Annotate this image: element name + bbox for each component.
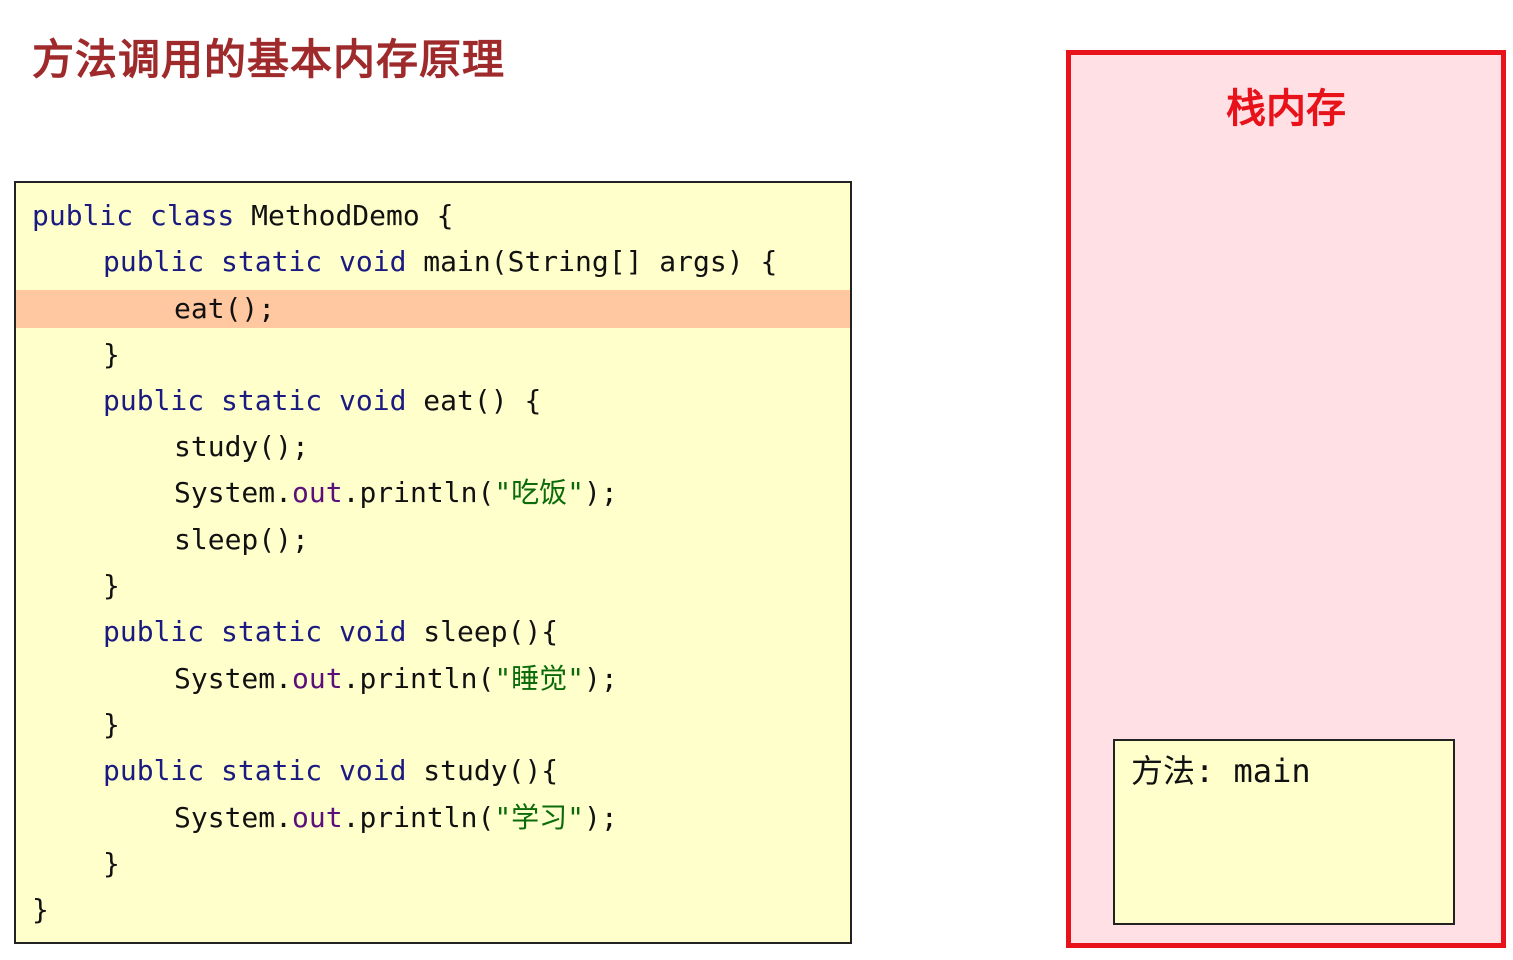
code-line: } — [16, 702, 850, 748]
code-text: } — [103, 569, 120, 603]
stack-memory-title: 栈内存 — [1226, 86, 1346, 132]
code-line: public static void sleep(){ — [16, 609, 850, 655]
code-text: } — [32, 893, 49, 927]
code-keyword: public class — [32, 199, 235, 232]
code-text: ); — [584, 476, 618, 510]
code-text: .println( — [342, 800, 495, 834]
code-text: .println( — [342, 476, 495, 510]
stack-frame-main: 方法: main — [1113, 739, 1455, 925]
code-keyword: public static void — [103, 615, 407, 649]
code-text: main(String[] args) { — [406, 245, 778, 279]
code-panel: public class MethodDemo {public static v… — [14, 181, 852, 944]
code-listing: public class MethodDemo {public static v… — [16, 193, 850, 933]
code-text: sleep(); — [174, 522, 309, 556]
code-line: study(); — [16, 424, 850, 470]
code-field: out — [292, 476, 343, 510]
code-text: } — [103, 337, 120, 371]
stack-memory-panel: 栈内存 方法: main — [1066, 50, 1506, 948]
code-line: } — [16, 887, 850, 933]
code-text: study(); — [174, 430, 309, 464]
code-line: System.out.println("吃饭"); — [16, 470, 850, 516]
code-line: } — [16, 563, 850, 609]
code-text: System. — [174, 661, 293, 695]
code-line: System.out.println("睡觉"); — [16, 656, 850, 702]
code-field: out — [292, 800, 343, 834]
code-text: ); — [584, 661, 618, 695]
code-keyword: public static void — [103, 383, 407, 417]
code-text: ); — [584, 800, 618, 834]
code-string: "睡觉" — [494, 661, 585, 695]
code-line: public static void eat() { — [16, 378, 850, 424]
code-line: public static void main(String[] args) { — [16, 239, 850, 285]
code-text: eat() { — [406, 383, 542, 417]
code-text: study(){ — [406, 754, 559, 788]
code-line: public static void study(){ — [16, 748, 850, 794]
code-text: eat(); — [174, 291, 276, 325]
stack-frame-label: 方法: main — [1131, 752, 1311, 790]
code-keyword: public static void — [103, 245, 407, 279]
page-title: 方法调用的基本内存原理 — [32, 35, 506, 84]
code-text: System. — [174, 476, 293, 510]
code-line-highlighted: eat(); — [16, 289, 850, 328]
code-keyword: public static void — [103, 754, 407, 788]
code-string: "学习" — [494, 800, 585, 834]
code-text: .println( — [342, 661, 495, 695]
code-line: sleep(); — [16, 517, 850, 563]
code-line: } — [16, 841, 850, 887]
code-line: public class MethodDemo { — [16, 193, 850, 239]
code-text: } — [103, 707, 120, 741]
code-text: sleep(){ — [406, 615, 559, 649]
code-text: } — [103, 846, 120, 880]
code-text: MethodDemo { — [234, 199, 454, 232]
code-text: System. — [174, 800, 293, 834]
code-field: out — [292, 661, 343, 695]
code-line: System.out.println("学习"); — [16, 795, 850, 841]
code-string: "吃饭" — [494, 476, 585, 510]
code-line: } — [16, 332, 850, 378]
